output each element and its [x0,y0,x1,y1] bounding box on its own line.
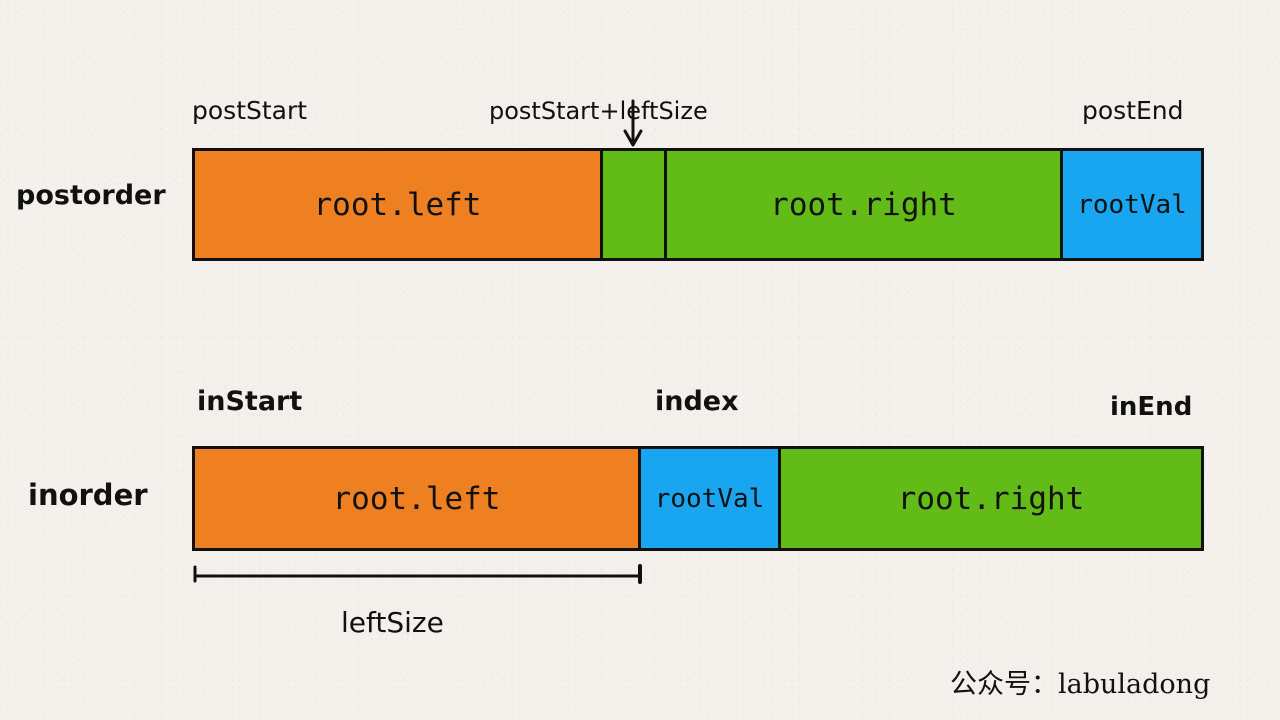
postorder-row-label: postorder [16,180,166,211]
footer-prefix: 公众号： [950,669,1058,700]
postorder-middle-arrow-icon [623,99,643,147]
leftsize-brace-icon [193,564,642,584]
footer-watermark: 公众号：labuladong [950,662,1210,701]
marker-post-start: postStart [192,96,308,125]
inorder-row-label: inorder [28,478,148,512]
leftsize-label: leftSize [341,606,444,639]
postorder-segment-root-right: root.right [667,151,1063,258]
postorder-bar: root.left root.right rootVal [192,148,1204,261]
marker-index: index [655,386,739,417]
postorder-segment-gap [603,151,667,258]
marker-post-start-plus-leftsize: postStart+leftSize [489,97,708,125]
marker-post-end: postEnd [1082,96,1184,125]
footer-author-name: labuladong [1058,669,1211,700]
inorder-segment-root-right: root.right [781,449,1201,548]
postorder-segment-rootval: rootVal [1063,151,1201,258]
inorder-segment-root-left: root.left [195,449,641,548]
marker-in-start: inStart [197,386,303,417]
inorder-bar: root.left rootVal root.right [192,446,1204,551]
marker-in-end: inEnd [1110,392,1193,422]
postorder-segment-root-left: root.left [195,151,603,258]
inorder-segment-rootval: rootVal [641,449,781,548]
